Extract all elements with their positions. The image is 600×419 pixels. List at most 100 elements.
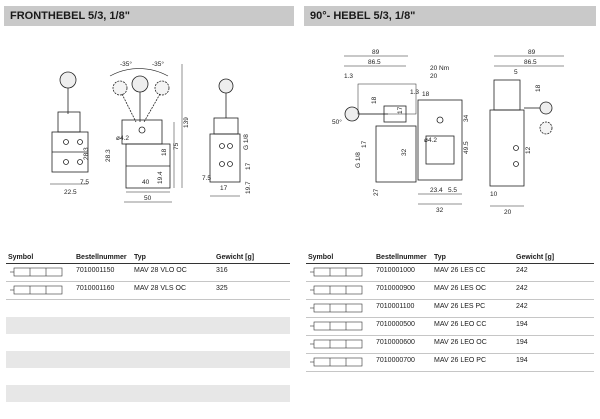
r-dim-23-4: 23.4 (430, 187, 443, 194)
empty-row (6, 385, 290, 402)
right-product-table: Symbol Bestellnummer Typ Gewicht [g] 701… (306, 253, 594, 372)
bestellnummer: 7010001150 (76, 267, 115, 274)
bestellnummer: 7010000500 (376, 321, 415, 328)
typ: MAV 26 LES CC (434, 267, 486, 274)
valve-symbol-icon (310, 303, 363, 313)
r-dim-17: 17 (361, 140, 368, 148)
valve-symbol-icon (310, 285, 363, 295)
dim-7-5a: 7.5 (80, 179, 89, 186)
typ: MAV 26 LES OC (434, 285, 487, 292)
r-dim-32b: 32 (436, 207, 444, 214)
r-dim-86-5: 86.5 (368, 59, 381, 66)
gewicht: 325 (216, 285, 228, 292)
valve-symbol-icon (310, 339, 363, 349)
typ: MAV 26 LEO OC (434, 339, 487, 346)
empty-row (6, 334, 290, 351)
dim-139: 139 (183, 117, 190, 128)
r-dim-89: 89 (372, 49, 380, 56)
r-dim-27: 27 (373, 188, 380, 196)
col-symbol: Symbol (308, 254, 334, 261)
valve-symbol-icon (310, 321, 363, 331)
dim-angle-right: -35° (152, 60, 164, 68)
left-section-header: FRONTHEBEL 5/3, 1/8" (4, 6, 294, 26)
gewicht: 242 (516, 303, 528, 310)
r-dim-1-3: 1.3 (344, 73, 353, 80)
r-dim-49-5: 49.5 (463, 141, 470, 154)
r-dim-5: 5 (514, 69, 518, 76)
dim-g18: G 1/8 (243, 134, 250, 150)
col-typ: Typ (134, 254, 146, 261)
dim-22-5: 22.5 (64, 189, 77, 196)
typ: MAV 26 LES PC (434, 303, 486, 310)
r-dim-86-5b: 86.5 (524, 59, 537, 66)
right-technical-drawing: 89 86.5 20 Nm 20 1.3 18 50° ø4.2 32 17 G… (318, 44, 590, 234)
r-dim-bore: ø4.2 (424, 137, 437, 144)
table-row[interactable]: 7010001160 MAV 28 VLS OC 325 (6, 282, 290, 300)
empty-row (6, 300, 290, 317)
bestellnummer: 7010000900 (376, 285, 415, 292)
r-dim-50deg: 50° (332, 118, 342, 126)
dim-bore: ø4.2 (116, 135, 129, 142)
r-dim-10: 10 (490, 191, 498, 198)
r-dim-18c: 18 (535, 84, 542, 92)
valve-symbol-icon (310, 267, 363, 277)
r-dim-20: 20 (430, 73, 438, 80)
table-row[interactable]: 7010000600 MAV 26 LEO OC 194 (306, 336, 594, 354)
dim-18: 18 (161, 148, 168, 156)
typ: MAV 28 VLO OC (134, 267, 187, 274)
r-dim-32: 32 (401, 148, 408, 156)
typ: MAV 28 VLS OC (134, 285, 187, 292)
table-row[interactable]: 7010001000 MAV 26 LES CC 242 (306, 264, 594, 282)
table-header: Symbol Bestellnummer Typ Gewicht [g] (306, 253, 594, 264)
gewicht: 316 (216, 267, 228, 274)
r-dim-18a: 18 (371, 96, 378, 104)
dim-19-7: 19.7 (245, 181, 252, 194)
valve-symbol-icon (310, 357, 363, 367)
table-row[interactable]: 7010000900 MAV 26 LES OC 242 (306, 282, 594, 300)
col-symbol: Symbol (8, 254, 34, 261)
dim-7-5b: 7.5 (202, 175, 211, 182)
left-technical-drawing: 7.5 22.5 28.3 -35° -35° ø4.2 28.3 139 75… (40, 44, 300, 214)
r-dim-12: 12 (525, 146, 532, 154)
dim-50: 50 (144, 195, 152, 202)
col-gewicht: Gewicht [g] (216, 254, 255, 261)
empty-row (6, 368, 290, 385)
r-dim-20b: 20 (504, 209, 512, 216)
r-dim-1-3b: 1.3 (410, 89, 419, 96)
gewicht: 194 (516, 339, 528, 346)
table-row[interactable]: 7010000500 MAV 26 LEO CC 194 (306, 318, 594, 336)
dim-40: 40 (142, 179, 150, 186)
dim-angle-left: -35° (120, 60, 132, 68)
r-dim-18b: 17 (397, 106, 404, 114)
left-product-table: Symbol Bestellnummer Typ Gewicht [g] 701… (6, 253, 290, 419)
r-dim-5-5: 5.5 (448, 187, 457, 194)
col-typ: Typ (434, 254, 446, 261)
table-row[interactable]: 7010001150 MAV 28 VLO OC 316 (6, 264, 290, 282)
r-dim-17b: 18 (422, 91, 430, 98)
table-row[interactable]: 7010000700 MAV 26 LEO PC 194 (306, 354, 594, 372)
dim-28-3: 28.3 (105, 149, 112, 162)
gewicht: 194 (516, 321, 528, 328)
valve-symbol-icon (10, 285, 63, 295)
bestellnummer: 7010000600 (376, 339, 415, 346)
dim-17b: 17 (220, 185, 228, 192)
bestellnummer: 7010000700 (376, 357, 415, 364)
col-bestellnummer: Bestellnummer (376, 254, 427, 261)
empty-row (6, 317, 290, 334)
bestellnummer: 7010001100 (376, 303, 415, 310)
dim-17a: 17 (245, 162, 252, 170)
r-dim-g18: G 1/8 (355, 152, 362, 168)
col-bestellnummer: Bestellnummer (76, 254, 127, 261)
r-dim-34: 34 (463, 114, 470, 122)
dim-75: 75 (173, 142, 180, 150)
typ: MAV 26 LEO PC (434, 357, 487, 364)
table-row[interactable]: 7010001100 MAV 26 LES PC 242 (306, 300, 594, 318)
r-dim-89b: 89 (528, 49, 536, 56)
typ: MAV 26 LEO CC (434, 321, 487, 328)
right-section-header: 90°- HEBEL 5/3, 1/8" (304, 6, 596, 26)
gewicht: 242 (516, 267, 528, 274)
bestellnummer: 7010001160 (76, 285, 115, 292)
empty-row (6, 351, 290, 368)
r-dim-20nm: 20 Nm (430, 65, 449, 72)
gewicht: 194 (516, 357, 528, 364)
